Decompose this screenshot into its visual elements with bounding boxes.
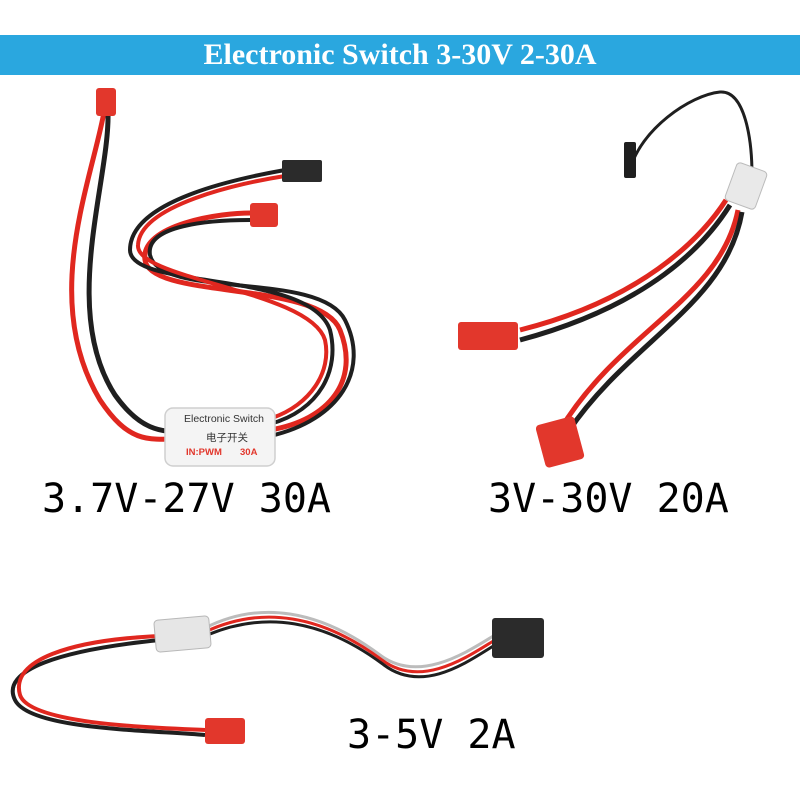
switch-2a-image	[10, 610, 544, 744]
switch-30a-image	[69, 88, 356, 467]
switch-20a-image	[458, 90, 768, 468]
module-input-label: IN:PWM	[186, 447, 222, 458]
module-title: Electronic Switch	[184, 413, 264, 425]
module-current-label: 30A	[240, 447, 258, 458]
module-cn-label: 电子开关	[206, 432, 248, 444]
spec-label-2a: 3-5V 2A	[347, 712, 516, 758]
title-banner	[0, 35, 800, 75]
spec-label-30a: 3.7V-27V 30A	[42, 476, 331, 522]
banner-title: Electronic Switch 3-30V 2-30A	[203, 38, 597, 71]
spec-label-20a: 3V-30V 20A	[488, 476, 729, 522]
